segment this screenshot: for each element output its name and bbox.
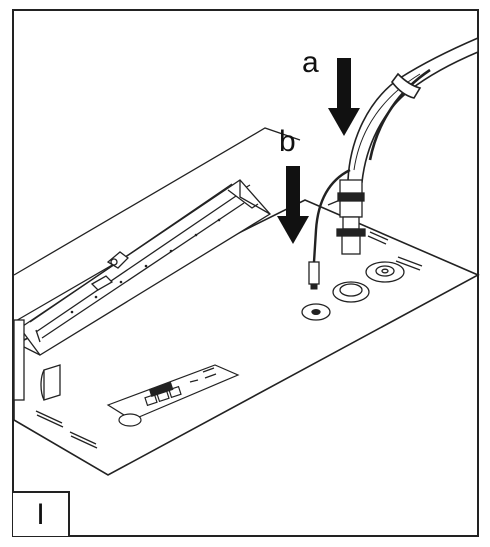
arrow-b [277,166,309,244]
gas-hose [347,36,479,183]
arrow-a [328,58,360,136]
burner-hole [70,218,221,314]
gas-inlet-fitting [301,261,405,321]
mounting-slot [35,231,423,449]
callout-a: a [302,46,319,79]
panel-label: I [13,491,70,536]
control-panel [106,364,240,427]
hose-connector [327,179,366,255]
ignition-lead [308,168,351,290]
callout-b: b [279,125,296,158]
side-wall [13,319,61,401]
burner-housing [19,179,271,356]
